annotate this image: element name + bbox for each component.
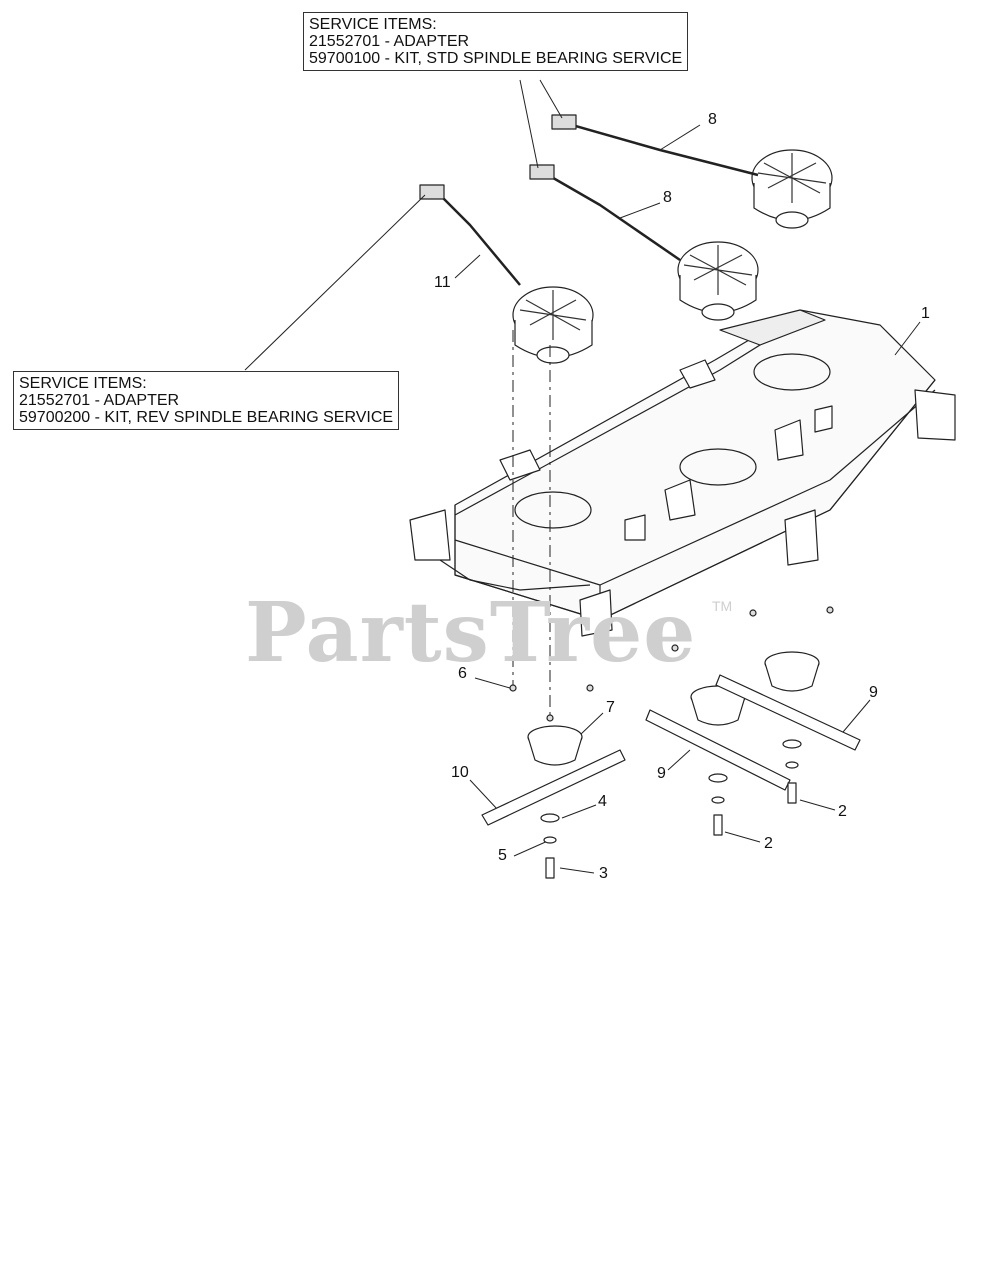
service-heading: SERVICE ITEMS: [19,375,147,392]
spindle-left-rev [512,286,594,364]
service-line: 21552701 - ADAPTER [309,33,470,50]
callout-8: 8 [708,111,717,128]
service-items-box-rev: SERVICE ITEMS: 21552701 - ADAPTER 597002… [13,371,400,430]
callout-9: 9 [869,684,878,701]
blade-adapter-right [764,651,820,692]
service-line: 59700200 - KIT, REV SPINDLE BEARING SERV… [19,409,394,426]
callout-7: 7 [606,699,615,716]
mower-deck [409,309,956,637]
callout-4: 4 [598,793,607,810]
callout-8: 8 [663,189,672,206]
callout-1: 1 [921,305,930,322]
service-items-box-std: SERVICE ITEMS: 21552701 - ADAPTER 597001… [303,12,689,71]
washers [540,739,802,844]
callout-2: 2 [838,803,847,820]
service-line: 21552701 - ADAPTER [19,392,180,409]
blade-adapter-left [527,725,583,766]
callout-11: 11 [434,274,451,291]
spindle-right-std [751,149,833,229]
callout-3: 3 [599,865,608,882]
callout-10: 10 [451,764,469,781]
callout-5: 5 [498,847,507,864]
watermark: PartsTree [245,585,697,681]
callout-9: 9 [657,765,666,782]
trademark-mark: TM [712,598,733,614]
assembly-axis-lines [512,330,551,720]
service-heading: SERVICE ITEMS: [309,16,437,33]
service-line: 59700100 - KIT, STD SPINDLE BEARING SERV… [309,50,683,67]
locknuts [509,606,834,722]
harness-connectors [419,114,577,200]
spindle-middle-std [677,241,759,321]
callout-2: 2 [764,835,773,852]
blade-right [715,674,861,751]
blade-middle [645,709,791,791]
callout-6: 6 [458,665,467,682]
leader-lines [244,79,921,874]
blade-bolts [545,782,797,879]
blade-left [481,749,626,826]
